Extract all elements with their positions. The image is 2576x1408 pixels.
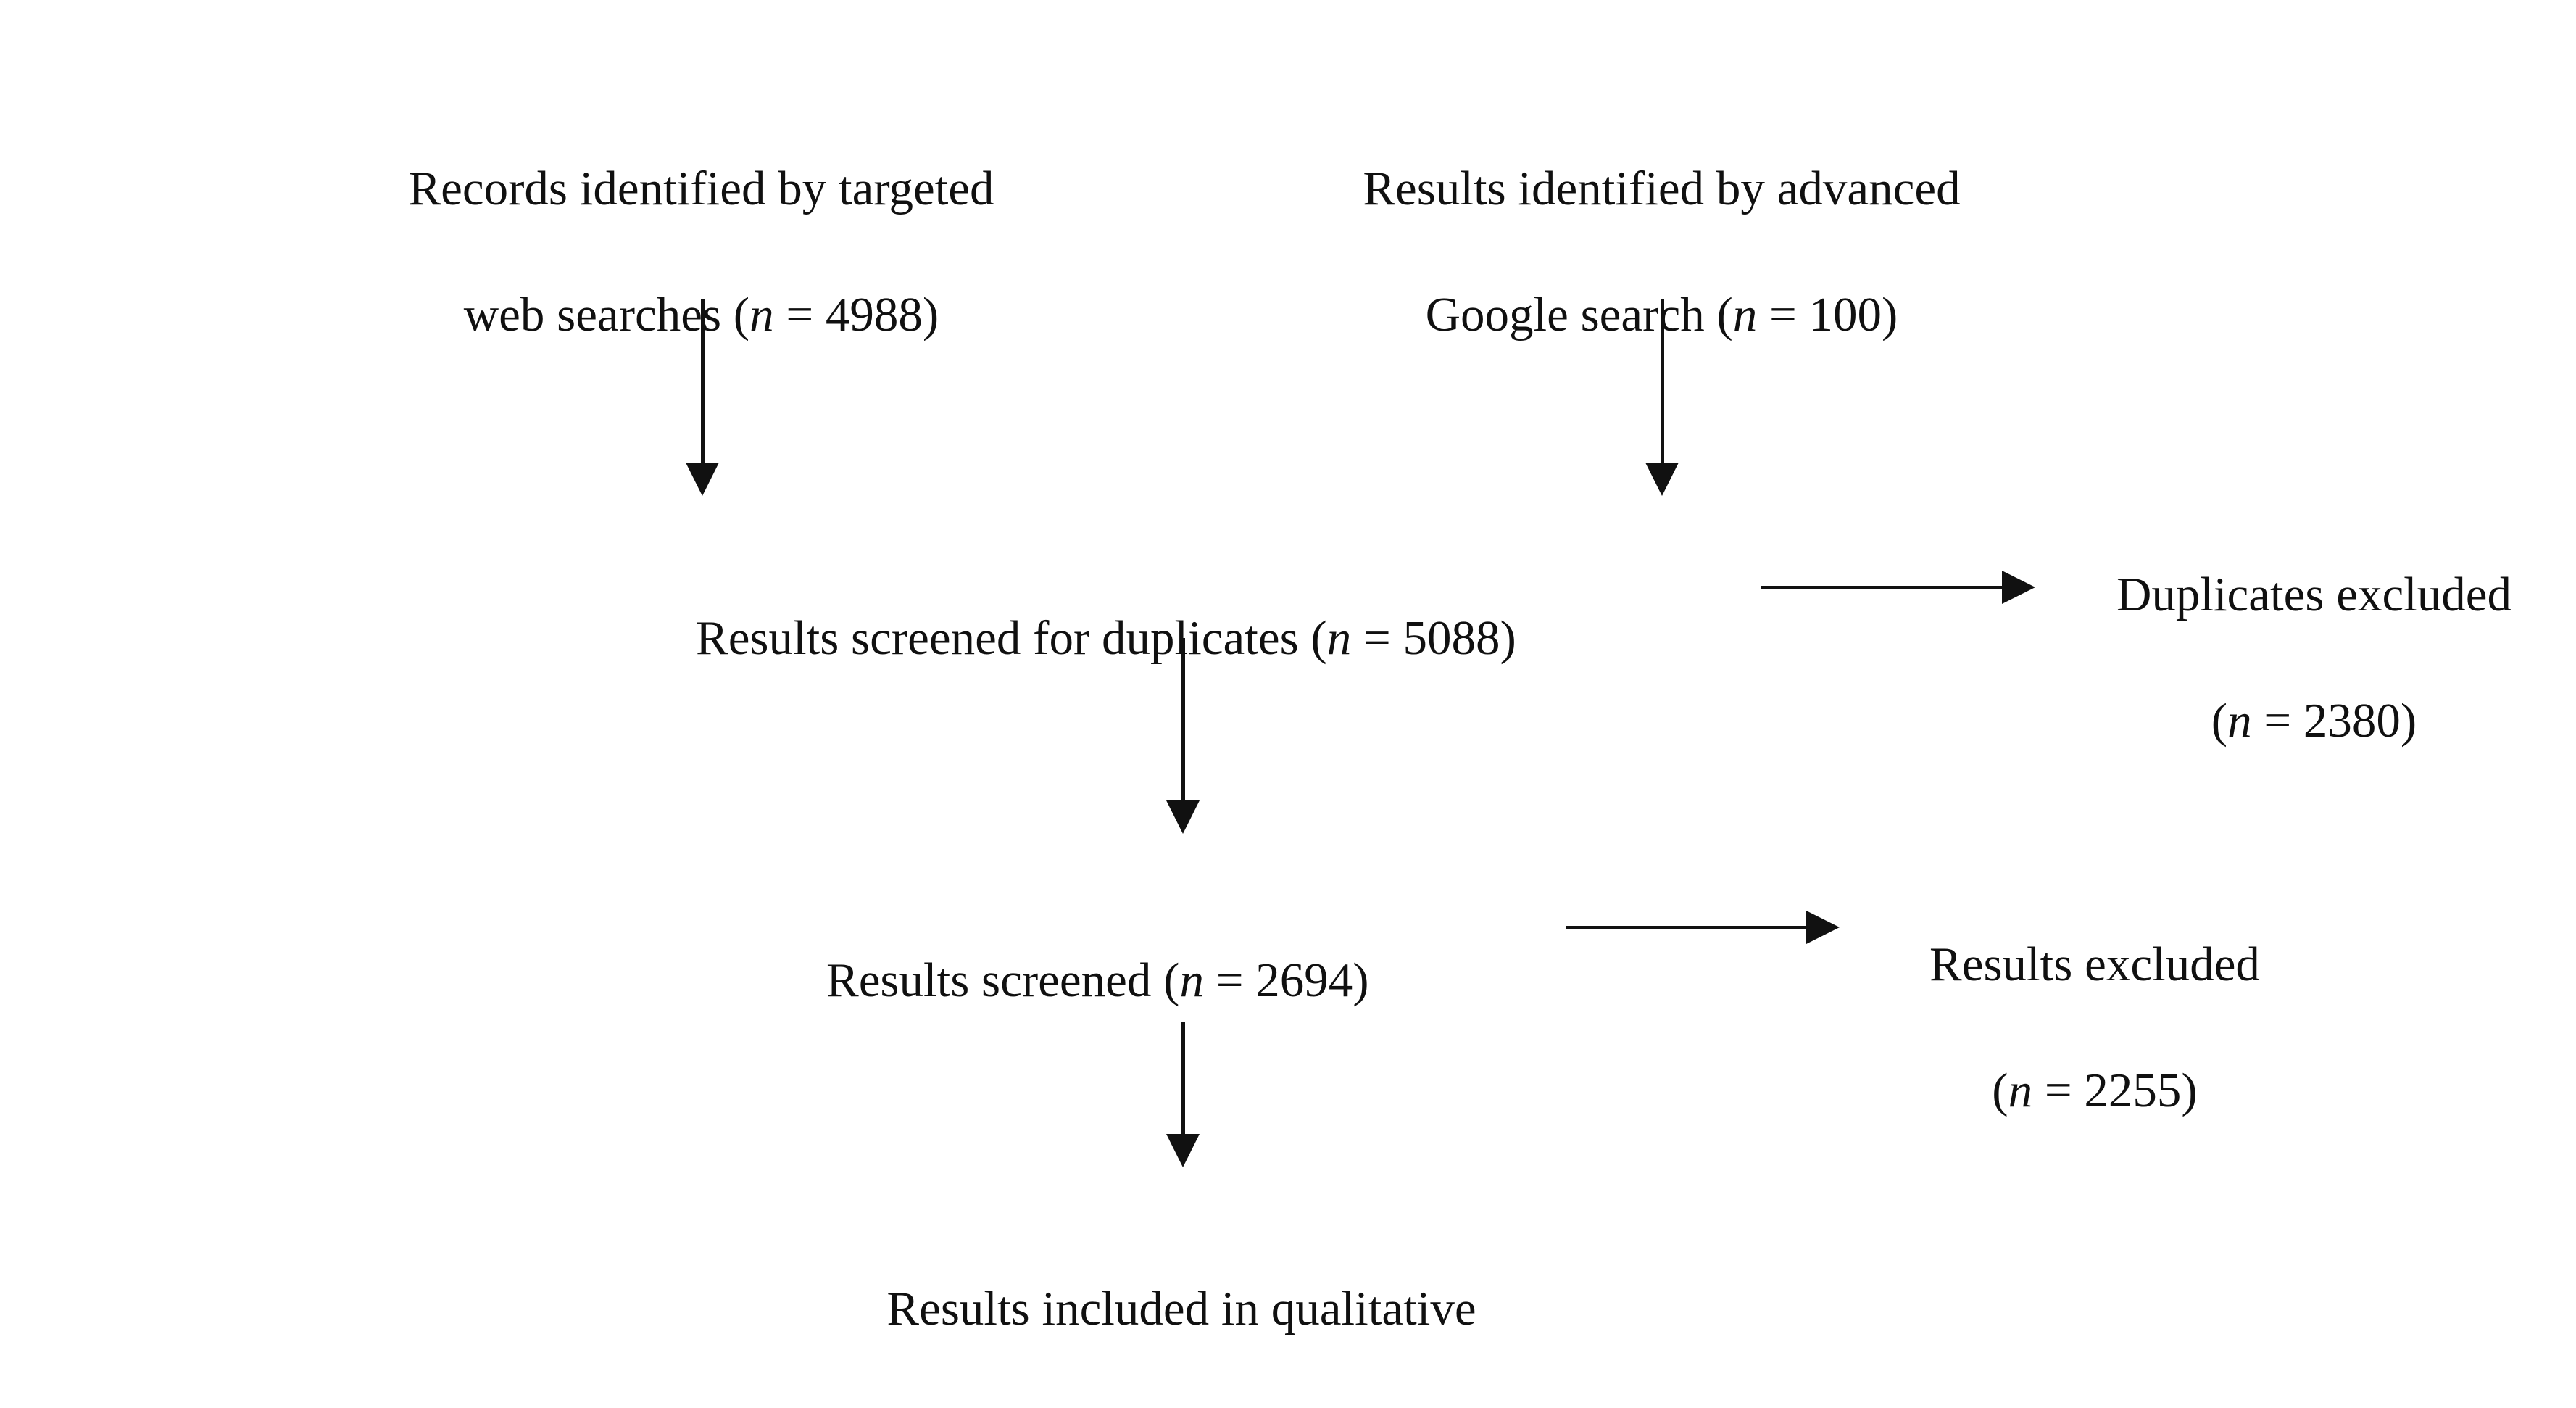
n-symbol: n — [2227, 694, 2252, 748]
arrow-shaft — [1761, 585, 2005, 589]
node-line-1: Duplicates excluded — [2116, 568, 2512, 622]
arrow-screened-to-results-excluded — [1566, 911, 1840, 944]
n-symbol: n — [1732, 288, 1758, 342]
node-duplicates-excluded: Duplicates excluded (n = 2380) — [2055, 500, 2573, 816]
arrow-shaft — [700, 299, 705, 464]
node-results-screened-for-duplicates: Results screened for duplicates (n = 508… — [696, 544, 1711, 733]
arrow-shaft — [1660, 299, 1664, 464]
stage-label-eligibility: Eligibility — [0, 722, 101, 928]
arrow-duplicates-to-results-screened — [1166, 638, 1200, 834]
arrow-head — [2002, 571, 2035, 604]
node-line-1: Results screened for duplicates (n = 508… — [696, 611, 1516, 666]
arrow-shaft — [1181, 638, 1185, 802]
arrow-head — [1645, 463, 1679, 496]
n-symbol: n — [1326, 611, 1352, 666]
node-line-1: Results screened (n = 2694) — [826, 953, 1369, 1008]
arrow-targeted-web-to-duplicates — [686, 299, 719, 496]
node-line-1: Results excluded — [1929, 937, 2260, 992]
n-symbol: n — [2008, 1064, 2033, 1118]
arrow-google-advanced-to-duplicates — [1645, 299, 1679, 496]
n-symbol: n — [1179, 953, 1204, 1008]
node-results-excluded: Results excluded (n = 2255) — [1856, 870, 2334, 1185]
arrow-shaft — [1566, 925, 1809, 929]
node-line-1: Results included in qualitative — [886, 1282, 1476, 1336]
arrow-screened-to-included — [1166, 1022, 1200, 1167]
node-results-screened: Results screened (n = 2694) — [826, 886, 1515, 1075]
node-line-2: (n = 2255) — [1992, 1064, 2198, 1118]
node-line-2: Google search (n = 100) — [1425, 288, 1898, 342]
stage-label-identification: Identification — [0, 197, 101, 479]
n-symbol: n — [749, 288, 774, 342]
node-line-2: (n = 2380) — [2211, 694, 2417, 748]
node-results-included-qualitative-analysis: Results included in qualitative analysis… — [797, 1214, 1566, 1408]
arrow-head — [1166, 1134, 1200, 1167]
node-results-advanced-google-search: Results identified by advanced Google se… — [1272, 94, 2051, 410]
arrow-shaft — [1181, 1022, 1185, 1135]
node-records-targeted-web-searches: Records identified by targeted web searc… — [312, 94, 1091, 410]
arrow-head — [686, 463, 719, 496]
node-line-1: Records identified by targeted — [408, 162, 994, 216]
node-line-2: analysis (n = 383) — [797, 1404, 1566, 1408]
arrow-duplicates-to-duplicates-excluded — [1761, 571, 2035, 604]
arrow-head — [1806, 911, 1840, 944]
arrow-head — [1166, 800, 1200, 834]
node-line-1: Results identified by advanced — [1363, 162, 1961, 216]
node-line-2: web searches (n = 4988) — [463, 288, 939, 342]
stage-label-included: Included — [0, 1230, 101, 1408]
